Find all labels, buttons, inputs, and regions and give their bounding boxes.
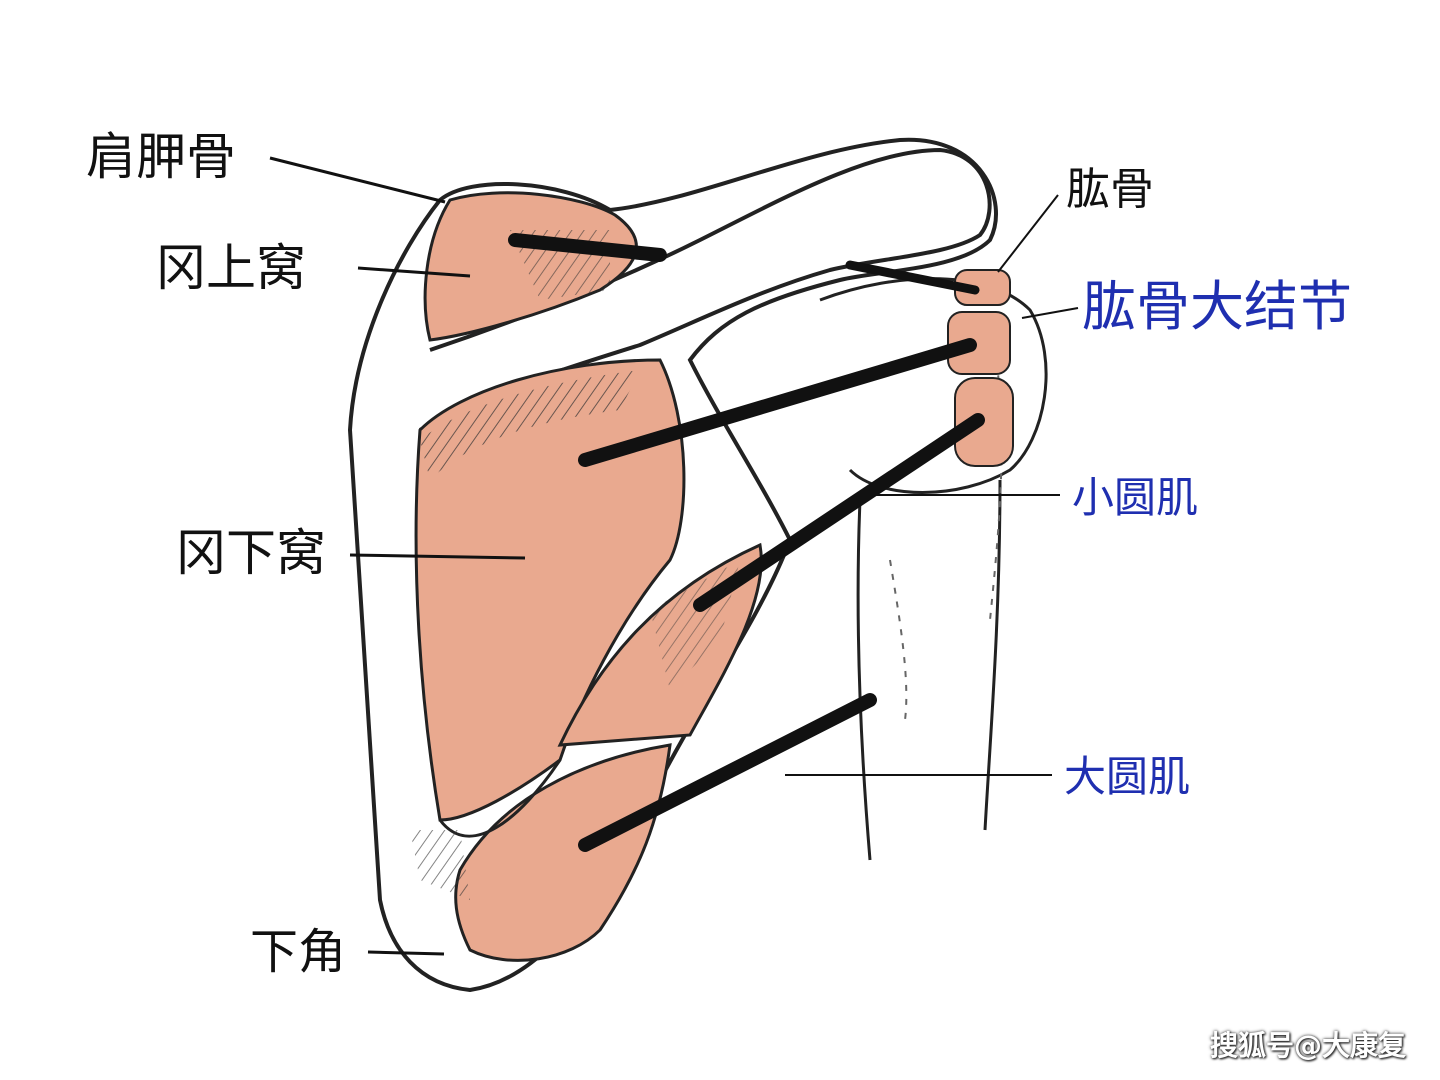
label-scapula: 肩胛骨: [86, 128, 236, 186]
leader-infraspinous: [349, 553, 526, 560]
teres-major-muscle: [454, 743, 672, 962]
label-inferior-angle: 下角: [250, 924, 347, 980]
leader-greater-tubercle: [1021, 307, 1079, 319]
label-teres-major: 大圆肌: [1064, 752, 1191, 801]
infraspinatus-muscle: [414, 358, 686, 822]
leader-supraspinous: [357, 266, 471, 278]
leader-humerus: [997, 194, 1059, 273]
humerus-shaft: [856, 479, 1002, 861]
infraspinatus-tendon: [578, 338, 977, 467]
scapular-spine: [418, 147, 992, 432]
label-supraspinous-fossa: 冈上窝: [156, 239, 306, 297]
teres-minor-tendon: [693, 413, 985, 612]
label-teres-minor: 小圆肌: [1072, 473, 1199, 522]
teres-major-tendon: [578, 693, 877, 852]
infraspinatus-hatch: [420, 370, 640, 480]
label-greater-tubercle: 肱骨大结节: [1082, 275, 1352, 338]
supraspinatus-tendon: [508, 233, 667, 262]
label-humerus: 肱骨: [1066, 164, 1154, 215]
leader-inferior-angle: [367, 950, 445, 956]
label-infraspinous-fossa: 冈下窝: [176, 524, 326, 582]
humerus-ridges: [889, 319, 1003, 721]
inferior-angle-hatch: [410, 830, 470, 900]
watermark: 搜狐号@大康复: [1209, 1029, 1406, 1062]
greater-tubercle-facet-middle: [947, 311, 1011, 375]
leader-scapula: [269, 156, 446, 204]
supraspinatus-tendon-lateral: [845, 260, 980, 295]
